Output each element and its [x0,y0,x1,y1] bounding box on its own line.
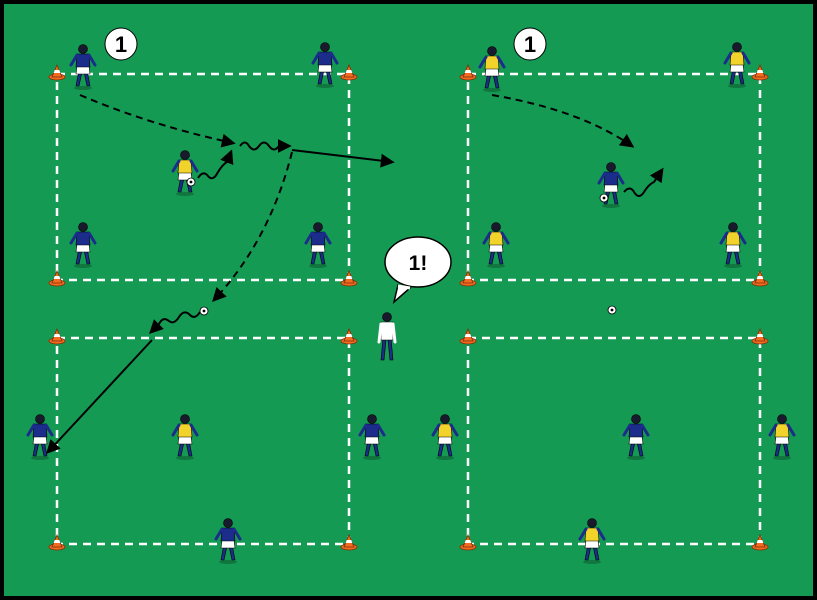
area-squares [55,72,762,546]
pass-arrow [212,151,293,303]
dribble-arrow [623,167,664,197]
dribble-arrow [239,139,292,153]
square-bottom-right [466,336,762,546]
square-top-right [466,72,762,282]
dribble-arrow [149,311,201,334]
coach-call-label: 1! [409,252,428,275]
ball-icon [607,305,617,315]
field-number-badge: 1 [104,27,138,61]
dribble-arrow [197,149,234,180]
square-top-left [55,72,351,282]
ball-icon [199,306,209,316]
field-number-label: 1 [115,32,127,57]
movement-arrows [46,94,664,455]
run-arrow [291,149,395,168]
ball-icon [186,177,196,187]
pass-arrow [491,94,635,148]
speech-bubble-icon: 1! [384,236,452,305]
field-number-badge: 1 [513,27,547,61]
pass-arrow [79,94,236,148]
field-number-label: 1 [524,32,536,57]
run-arrow [46,339,153,455]
square-bottom-left [55,336,351,546]
ball-icon [599,193,609,203]
